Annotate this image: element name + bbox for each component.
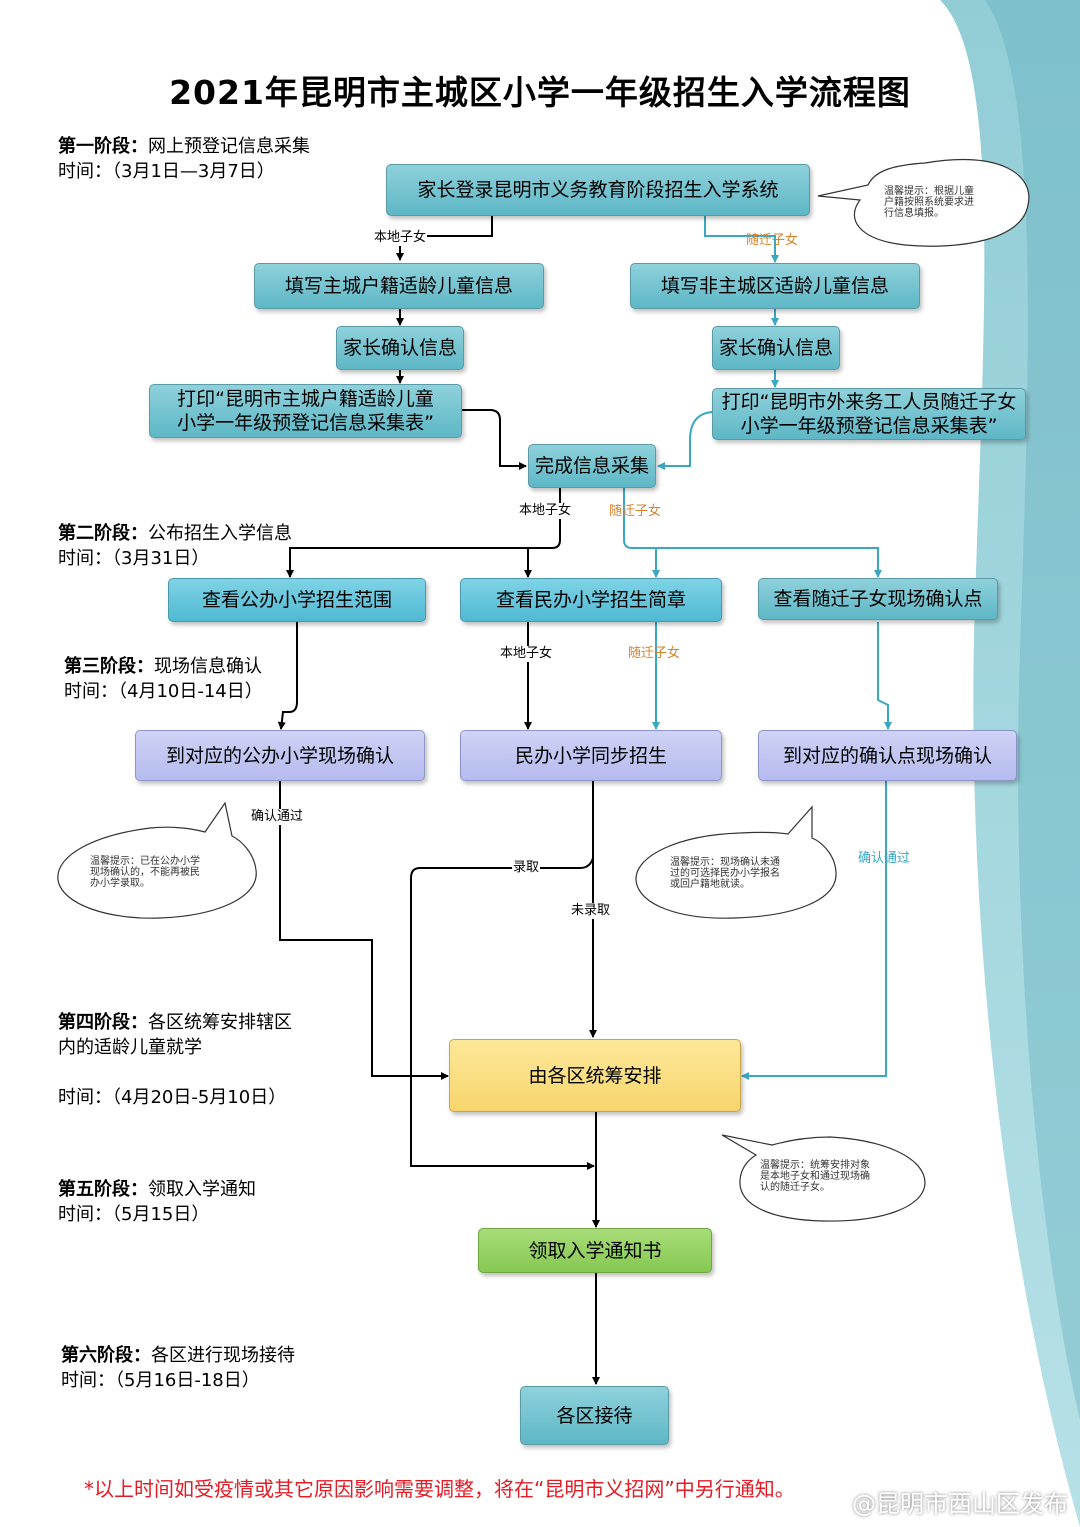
node-onsite-public-label: 到对应的公办小学现场确认 bbox=[165, 744, 394, 767]
stage-1-desc: 网上预登记信息采集 bbox=[148, 136, 310, 157]
node-confirm-local-label: 家长确认信息 bbox=[342, 337, 457, 359]
tip-text-4: 温馨提示：统筹安排对象 是本地子女和通过现场确 认的随迁子女。 bbox=[760, 1160, 870, 1193]
node-login-system: 家长登录昆明市义务教育阶段招生入学系统 bbox=[386, 164, 810, 216]
stage-1: 第一阶段：网上预登记信息采集 时间：（3月1日—3月7日） bbox=[58, 134, 310, 184]
node-district-arrange-label: 由各区统筹安排 bbox=[528, 1064, 662, 1087]
node-print-local: 打印“昆明市主城户籍适龄儿童 小学一年级预登记信息采集表” bbox=[149, 384, 462, 438]
node-print-migrant: 打印“昆明市外来务工人员随迁子女 小学一年级预登记信息采集表” bbox=[712, 388, 1026, 440]
tip-bubble-1 bbox=[817, 158, 1030, 247]
node-onsite-point-label: 到对应的确认点现场确认 bbox=[782, 744, 992, 767]
stage-2-desc: 公布招生入学信息 bbox=[148, 523, 292, 544]
stage-6-time: 时间：（5月16日-18日） bbox=[61, 1370, 260, 1391]
node-get-notice: 领取入学通知书 bbox=[478, 1228, 712, 1273]
stage-2: 第二阶段：公布招生入学信息 时间：（3月31日） bbox=[58, 521, 292, 571]
edge-label-local-2: 本地子女 bbox=[518, 503, 573, 519]
node-reception-label: 各区接待 bbox=[556, 1404, 633, 1427]
stage-3-desc: 现场信息确认 bbox=[154, 656, 262, 677]
tip-text-1: 温馨提示：根据儿童 户籍按照系统要求进 行信息填报。 bbox=[884, 186, 974, 219]
tip-bubble-4 bbox=[721, 1134, 926, 1222]
edge-label-local-3: 本地子女 bbox=[499, 646, 554, 662]
stage-1-name: 第一阶段： bbox=[58, 136, 148, 157]
node-private-sync-label: 民办小学同步招生 bbox=[514, 744, 667, 767]
stage-4-time: 时间：（4月20日-5月10日） bbox=[58, 1087, 287, 1108]
stage-6-name: 第六阶段： bbox=[61, 1345, 151, 1366]
node-confirm-local: 家长确认信息 bbox=[336, 326, 464, 370]
node-onsite-point: 到对应的确认点现场确认 bbox=[758, 730, 1017, 781]
node-print-migrant-label: 打印“昆明市外来务工人员随迁子女 小学一年级预登记信息采集表” bbox=[721, 391, 1017, 437]
node-reception: 各区接待 bbox=[520, 1386, 669, 1445]
node-district-arrange: 由各区统筹安排 bbox=[449, 1039, 741, 1112]
stage-5-time: 时间：（5月15日） bbox=[58, 1204, 210, 1225]
stage-3-name: 第三阶段： bbox=[64, 656, 154, 677]
tip-text-3: 温馨提示：现场确认未通 过的可选择民办小学报名 或回户籍地就读。 bbox=[670, 857, 780, 890]
node-private-sync: 民办小学同步招生 bbox=[460, 730, 722, 781]
node-complete-collection: 完成信息采集 bbox=[528, 444, 656, 488]
watermark: @昆明市西山区发布 bbox=[852, 1490, 1068, 1518]
stage-1-time: 时间：（3月1日—3月7日） bbox=[58, 161, 275, 182]
stage-2-time: 时间：（3月31日） bbox=[58, 548, 210, 569]
node-confirm-migrant-label: 家长确认信息 bbox=[718, 337, 833, 359]
edge-label-confirm-pass-1: 确认通过 bbox=[250, 809, 305, 825]
node-view-public: 查看公办小学招生范围 bbox=[168, 578, 426, 622]
node-print-local-label: 打印“昆明市主城户籍适龄儿童 小学一年级预登记信息采集表” bbox=[177, 388, 434, 434]
node-view-points-label: 查看随迁子女现场确认点 bbox=[773, 588, 983, 610]
stage-6-desc: 各区进行现场接待 bbox=[151, 1345, 295, 1366]
edge-label-migrant-1: 随迁子女 bbox=[746, 233, 799, 248]
tip-bubble-2 bbox=[57, 801, 257, 919]
node-fill-local: 填写主城户籍适龄儿童信息 bbox=[254, 263, 544, 309]
edge-label-admitted: 录取 bbox=[512, 860, 541, 876]
tip-bubble-3 bbox=[635, 805, 837, 919]
edge-label-migrant-2: 随迁子女 bbox=[609, 504, 662, 519]
stage-2-name: 第二阶段： bbox=[58, 523, 148, 544]
edge-label-not-admitted: 未录取 bbox=[570, 903, 612, 919]
node-view-private-label: 查看民办小学招生简章 bbox=[495, 589, 686, 611]
node-onsite-public: 到对应的公办小学现场确认 bbox=[135, 730, 425, 781]
stage-5-desc: 领取入学通知 bbox=[148, 1179, 256, 1200]
node-view-public-label: 查看公办小学招生范围 bbox=[201, 589, 392, 611]
stage-5: 第五阶段：领取入学通知 时间：（5月15日） bbox=[58, 1177, 256, 1227]
stage-5-name: 第五阶段： bbox=[58, 1179, 148, 1200]
node-fill-migrant-label: 填写非主城区适龄儿童信息 bbox=[660, 275, 889, 297]
node-view-points: 查看随迁子女现场确认点 bbox=[758, 578, 998, 620]
node-view-private: 查看民办小学招生简章 bbox=[460, 578, 722, 622]
stage-4-name: 第四阶段： bbox=[58, 1012, 148, 1033]
edge-label-migrant-3: 随迁子女 bbox=[628, 646, 681, 661]
node-get-notice-label: 领取入学通知书 bbox=[528, 1239, 662, 1262]
tip-text-2: 温馨提示：已在公办小学 现场确认的，不能再被民 办小学录取。 bbox=[90, 856, 200, 889]
stage-3: 第三阶段：现场信息确认 时间：（4月10日-14日） bbox=[64, 654, 263, 704]
stage-6: 第六阶段：各区进行现场接待 时间：（5月16日-18日） bbox=[61, 1343, 295, 1393]
stage-4: 第四阶段：各区统筹安排辖区 内的适龄儿童就学 时间：（4月20日-5月10日） bbox=[58, 985, 292, 1135]
edge-label-local-1: 本地子女 bbox=[373, 230, 428, 246]
node-complete-collection-label: 完成信息采集 bbox=[534, 455, 649, 477]
node-login-system-label: 家长登录昆明市义务教育阶段招生入学系统 bbox=[417, 179, 779, 201]
node-fill-migrant: 填写非主城区适龄儿童信息 bbox=[630, 263, 920, 309]
stage-4-desc: 各区统筹安排辖区 内的适龄儿童就学 bbox=[58, 1012, 292, 1058]
node-confirm-migrant: 家长确认信息 bbox=[712, 326, 840, 370]
node-fill-local-label: 填写主城户籍适龄儿童信息 bbox=[284, 275, 513, 297]
footnote: *以上时间如受疫情或其它原因影响需要调整，将在“昆明市义招网”中另行通知。 bbox=[84, 1477, 795, 1501]
page-title: 2021年昆明市主城区小学一年级招生入学流程图 bbox=[169, 73, 911, 112]
stage-3-time: 时间：（4月10日-14日） bbox=[64, 681, 263, 702]
edge-label-confirm-pass-2: 确认通过 bbox=[858, 851, 911, 866]
